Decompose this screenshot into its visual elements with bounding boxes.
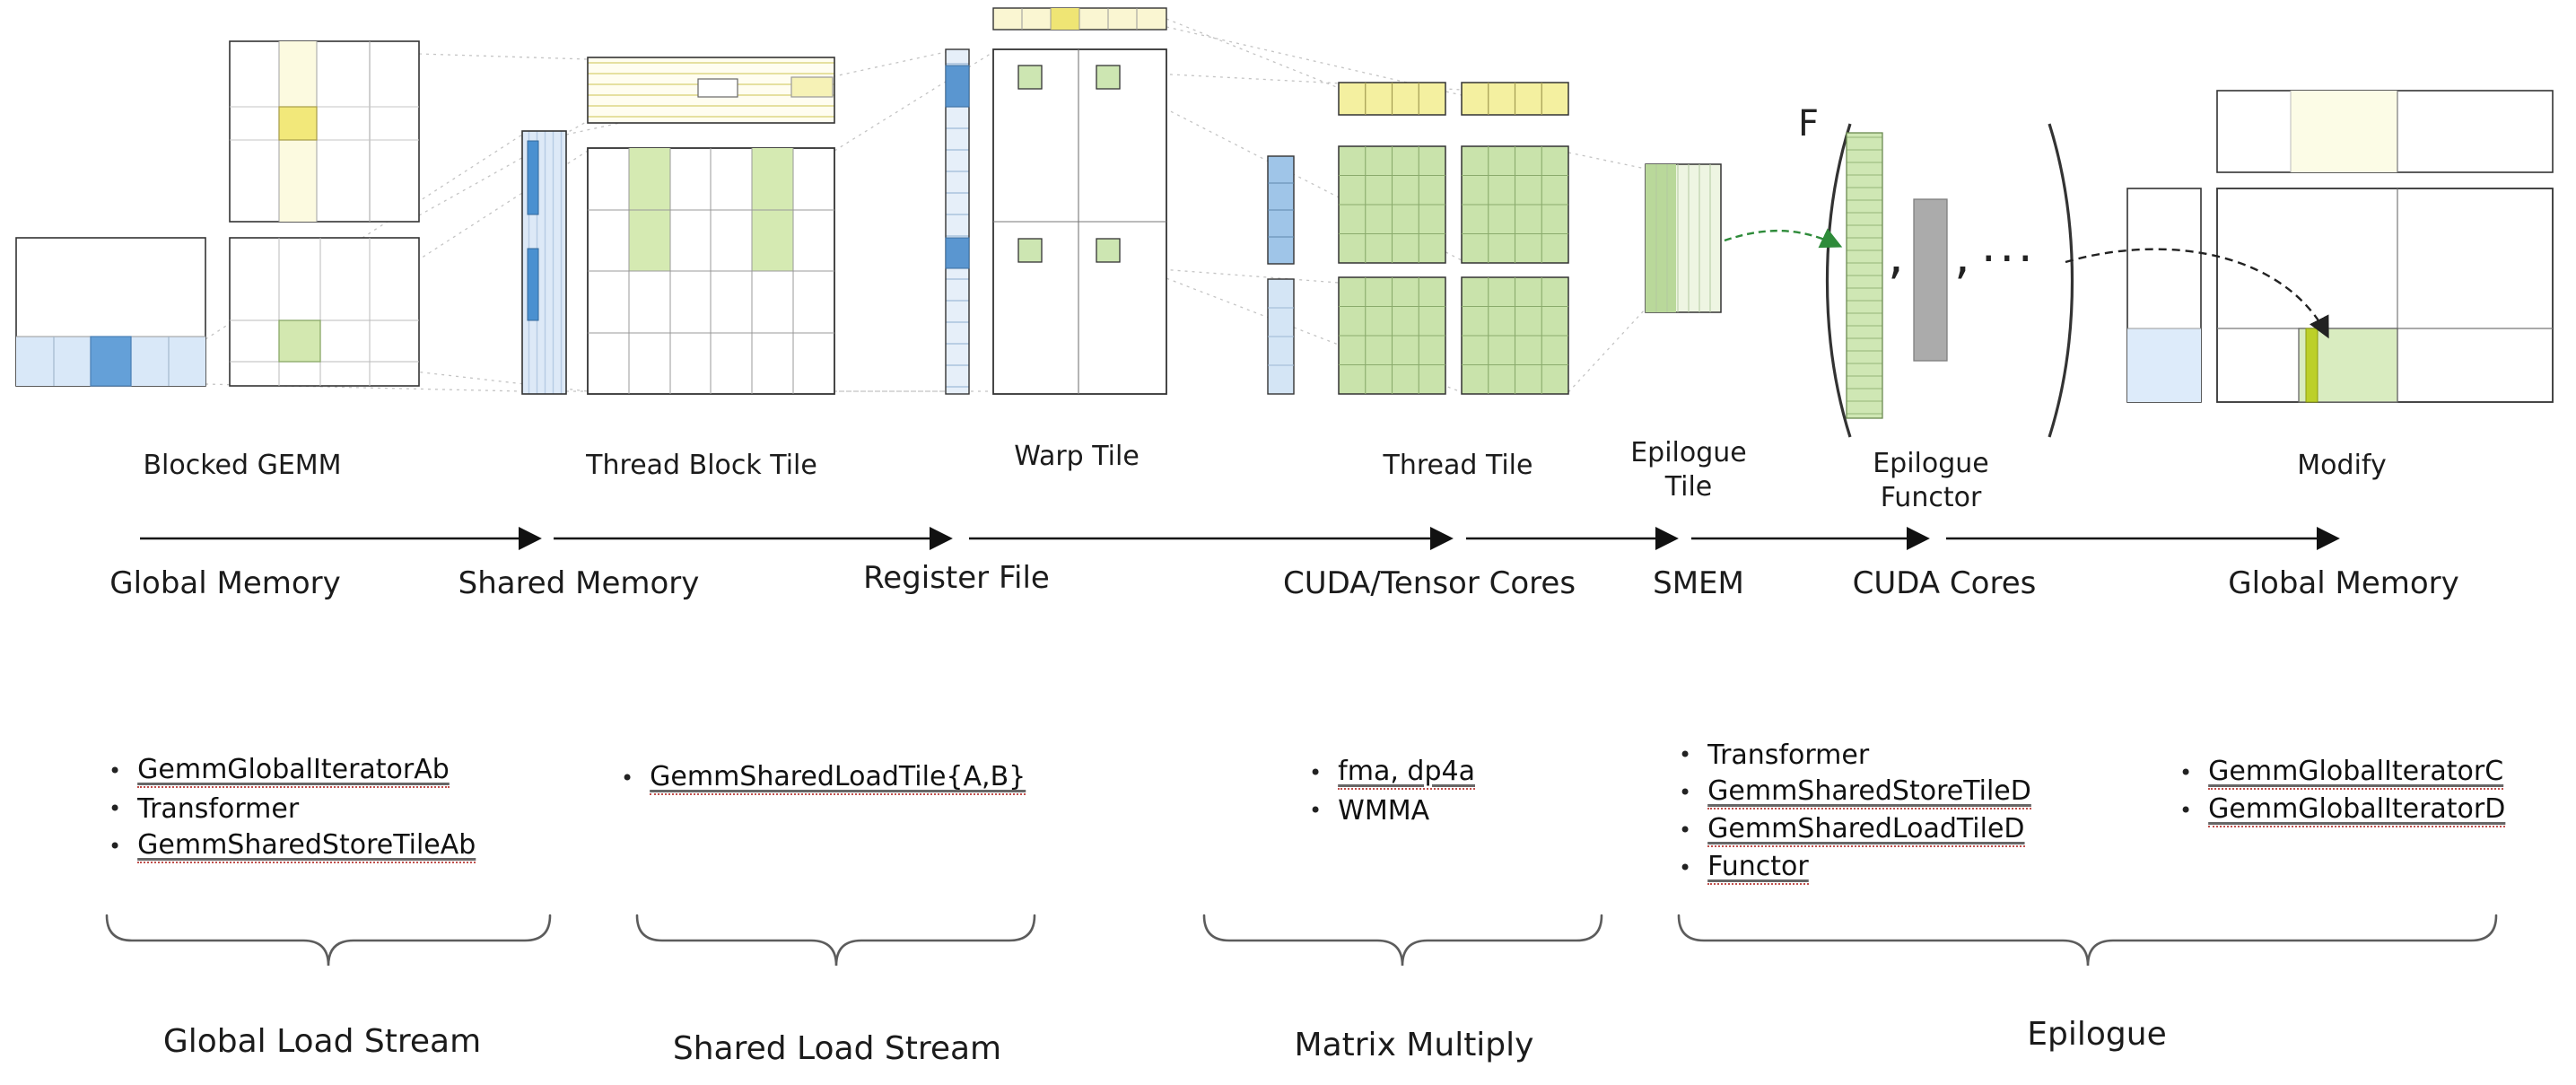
functor-to-modify-arrow — [2065, 248, 2329, 339]
bullet-icon: • — [1679, 742, 1692, 767]
list-item: • Transformer — [1679, 736, 2031, 774]
memory-stage-cuda-tensor-cores: CUDA/Tensor Cores — [1282, 565, 1576, 601]
epilogue-functor-label-line2: Functor — [1880, 481, 1982, 513]
epilogue-functor-label-line1: Epilogue — [1873, 448, 1989, 479]
list-item: • Functor — [1679, 849, 2031, 887]
bullet-icon: • — [109, 758, 122, 783]
blocked-gemm-graphics — [15, 40, 420, 387]
matrix-multiply-list: • fma, dp4a • WMMA — [1309, 754, 1475, 829]
bullet-icon: • — [1679, 855, 1692, 880]
list-item-text: GemmGlobalIteratorC — [2208, 756, 2504, 790]
bullet-icon: • — [1309, 760, 1323, 785]
gray-operand-bar — [1913, 198, 1948, 362]
memory-stage-global-memory-2: Global Memory — [2228, 565, 2459, 601]
list-item: • fma, dp4a — [1309, 754, 1475, 792]
list-item-text: GemmSharedLoadTileD — [1707, 813, 2025, 847]
list-item-text: GemmSharedStoreTileD — [1707, 775, 2031, 809]
global-load-stream-list: • GemmGlobalIteratorAb • Transformer • G… — [109, 752, 476, 865]
list-item: • Transformer — [109, 790, 476, 827]
list-item-text: WMMA — [1338, 794, 1430, 827]
epilogue-tile-label-line1: Epilogue — [1630, 437, 1747, 468]
thread-block-tile-label: Thread Block Tile — [586, 450, 817, 481]
list-item: • WMMA — [1309, 792, 1475, 829]
list-item-text: GemmGlobalIteratorAb — [137, 754, 450, 788]
modify-label: Modify — [2297, 450, 2387, 481]
bullet-icon: • — [1679, 818, 1692, 843]
group-label-matrix-multiply: Matrix Multiply — [1294, 1027, 1534, 1063]
list-item: • GemmGlobalIteratorD — [2179, 792, 2506, 829]
epilogue-tile-to-functor-arrow — [1724, 228, 1843, 249]
epilogue-functor-graphics — [1825, 123, 2074, 438]
bullet-icon: • — [1309, 798, 1323, 823]
memory-stage-register-file: Register File — [863, 560, 1050, 596]
bullet-icon: • — [1679, 780, 1692, 805]
group-label-global-load-stream: Global Load Stream — [162, 1023, 482, 1060]
memory-stage-global-memory-1: Global Memory — [109, 565, 341, 601]
list-item-text: fma, dp4a — [1338, 756, 1475, 790]
epilogue-right-list: • GemmGlobalIteratorC • GemmGlobalIterat… — [2179, 754, 2506, 829]
open-paren-shape — [1825, 123, 1852, 438]
bullet-icon: • — [2179, 798, 2193, 823]
epilogue-tile-label: Epilogue Tile — [1630, 436, 1747, 503]
list-item: • GemmSharedStoreTileAb — [109, 827, 476, 865]
close-paren-shape — [2048, 123, 2074, 438]
list-item-text: Transformer — [1707, 739, 1870, 771]
list-item-text: GemmGlobalIteratorD — [2208, 793, 2506, 827]
epilogue-functor-label: Epilogue Functor — [1873, 447, 1989, 514]
functor-ellipsis: ... — [1981, 219, 2037, 273]
blocked-gemm-label: Blocked GEMM — [143, 450, 342, 481]
group-label-epilogue: Epilogue — [2027, 1016, 2167, 1053]
epilogue-tile-label-line2: Tile — [1664, 470, 1713, 503]
thread-block-tile-graphics — [521, 57, 835, 395]
list-item-text: Transformer — [137, 792, 300, 825]
stream-braces — [105, 914, 2498, 967]
list-item-text: GemmSharedLoadTile{A,B} — [650, 761, 1026, 795]
modified-element-highlight — [2305, 328, 2318, 403]
functor-comma-1: , — [1888, 227, 1904, 285]
functor-f-symbol: F — [1798, 103, 1820, 144]
list-item: • GemmSharedLoadTileD — [1679, 811, 2031, 849]
bullet-icon: • — [109, 796, 122, 821]
list-item: • GemmSharedLoadTile{A,B} — [621, 759, 1026, 797]
list-item: • GemmGlobalIteratorC — [2179, 754, 2505, 792]
warp-tile-graphics — [945, 7, 1167, 395]
warp-tile-label: Warp Tile — [1014, 441, 1140, 472]
thread-tile-graphics — [1267, 82, 1569, 395]
bullet-icon: • — [621, 766, 634, 791]
epilogue-left-list: • Transformer • GemmSharedStoreTileD • G… — [1679, 736, 2031, 887]
functor-comma-2: , — [1954, 227, 1970, 285]
shared-load-stream-list: • GemmSharedLoadTile{A,B} — [621, 759, 1026, 797]
modify-graphics — [2126, 90, 2554, 403]
memory-stage-cuda-cores: CUDA Cores — [1852, 565, 2037, 601]
list-item: • GemmGlobalIteratorAb — [109, 752, 476, 790]
memory-stage-smem: SMEM — [1653, 565, 1744, 601]
list-item-text: GemmSharedStoreTileAb — [137, 829, 476, 863]
bullet-icon: • — [2179, 760, 2193, 785]
list-item-text: Functor — [1707, 851, 1809, 885]
epilogue-tile-graphics — [1645, 163, 1722, 313]
list-item: • GemmSharedStoreTileD — [1679, 774, 2031, 811]
bullet-icon: • — [109, 834, 122, 859]
group-label-shared-load-stream: Shared Load Stream — [672, 1030, 1002, 1067]
memory-stage-shared-memory: Shared Memory — [458, 565, 700, 601]
thread-tile-label: Thread Tile — [1383, 450, 1533, 481]
